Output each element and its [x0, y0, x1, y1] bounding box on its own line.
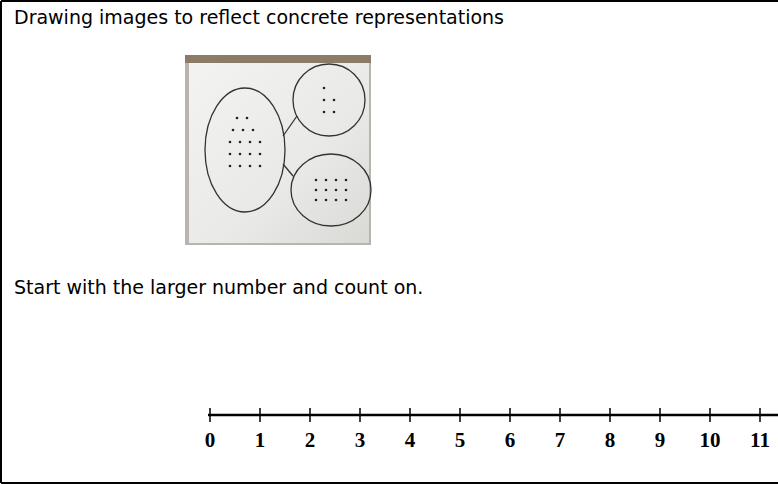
number-label: 5	[455, 428, 466, 453]
part-whole-photo	[185, 55, 371, 245]
number-label: 3	[355, 428, 366, 453]
number-label: 11	[750, 428, 770, 453]
number-label: 10	[700, 428, 721, 453]
number-label: 9	[655, 428, 666, 453]
instruction-note: Start with the larger number and count o…	[14, 276, 423, 298]
number-line	[208, 408, 778, 422]
number-label: 4	[405, 428, 416, 453]
number-label: 7	[555, 428, 566, 453]
number-label: 6	[505, 428, 516, 453]
number-label: 1	[255, 428, 266, 453]
number-label: 0	[205, 428, 216, 453]
number-label: 2	[305, 428, 316, 453]
number-label: 8	[605, 428, 616, 453]
heading: Drawing images to reflect concrete repre…	[14, 6, 504, 28]
